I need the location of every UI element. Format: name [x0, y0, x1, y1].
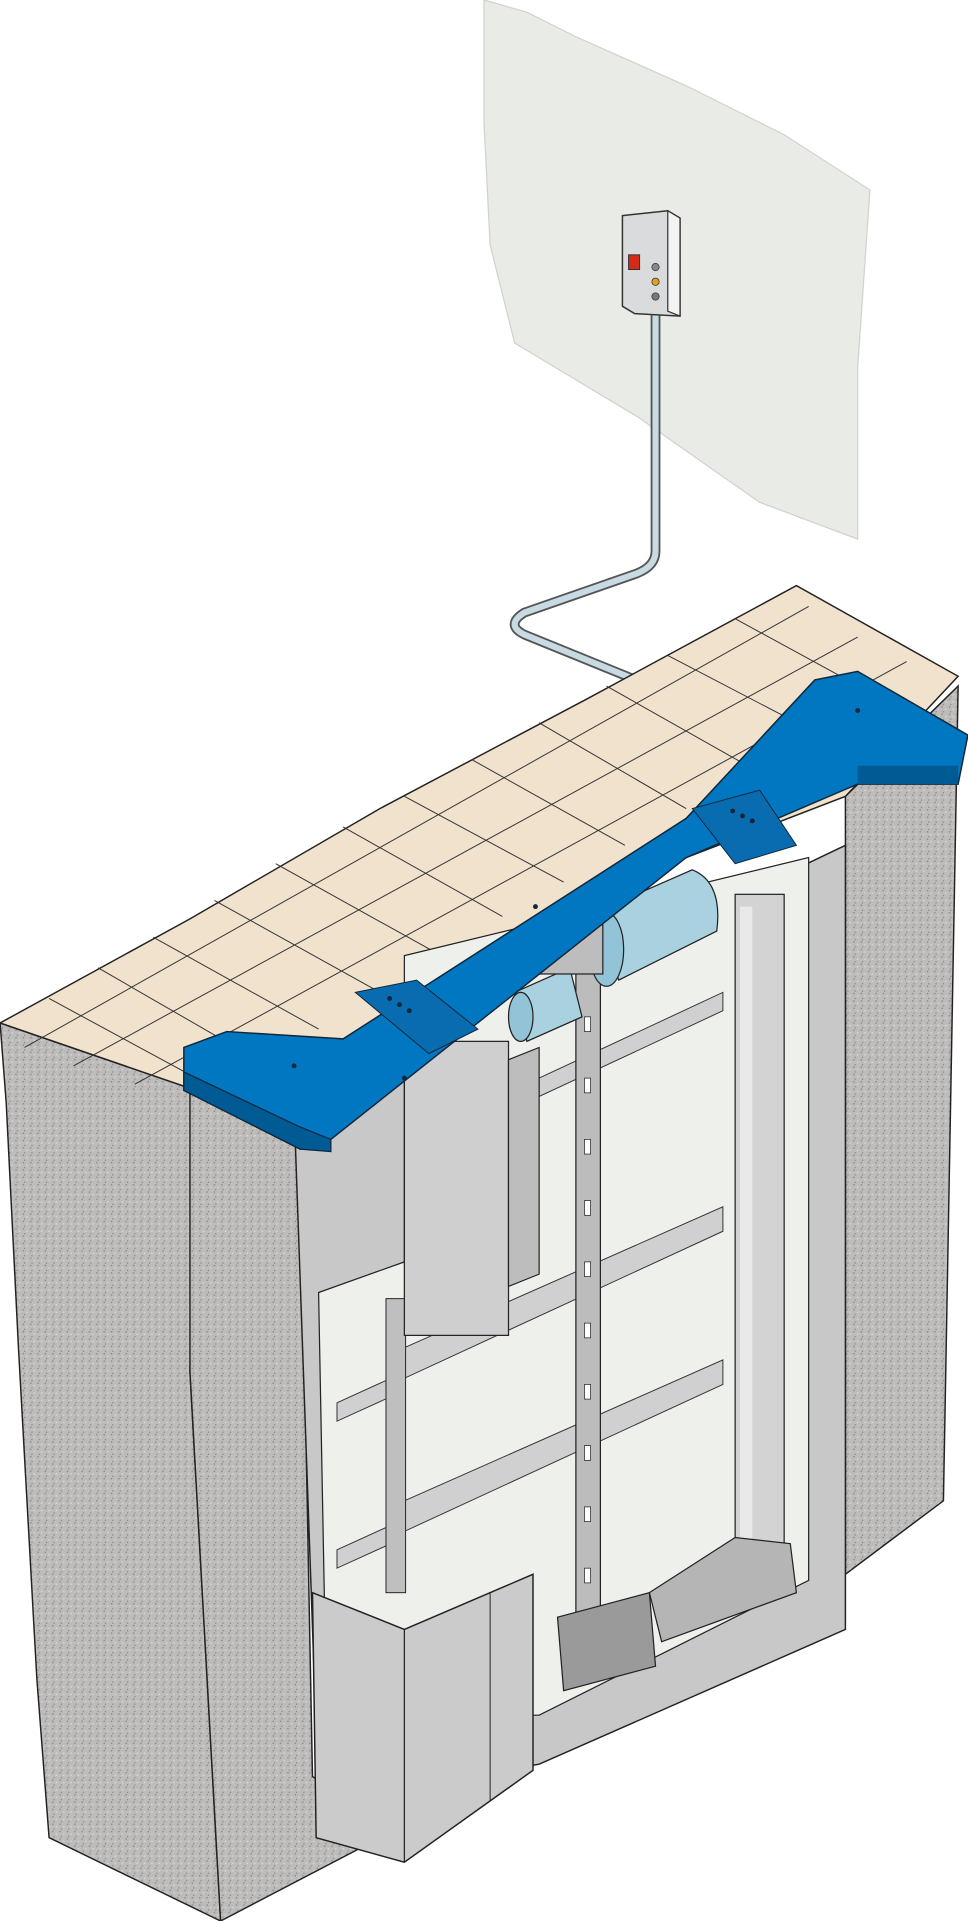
left-column — [385, 1298, 407, 1594]
blue-top-beam — [183, 670, 968, 1153]
concrete-right — [844, 684, 959, 1576]
emergency-stop-icon[interactable] — [628, 254, 641, 271]
upper-cover — [403, 1040, 510, 1337]
indicator-light-icon — [651, 292, 660, 301]
concrete-left — [0, 1022, 222, 1921]
control-box[interactable] — [621, 209, 681, 317]
base-arm — [648, 1536, 798, 1643]
lift-mechanism — [556, 1591, 657, 1692]
floor-grid — [24, 606, 907, 1085]
motor-unit — [507, 869, 719, 1043]
indicator-light-icon — [651, 277, 660, 286]
indicator-light-icon — [651, 263, 660, 272]
